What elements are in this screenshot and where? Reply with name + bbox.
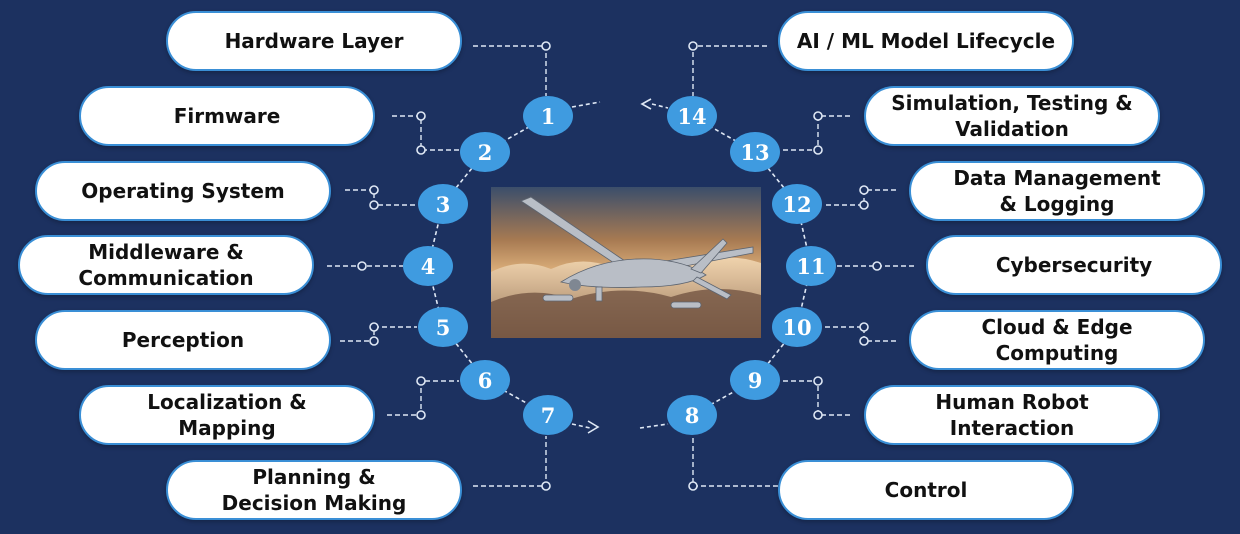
connector-dot <box>688 41 698 51</box>
layer-2-label: Firmware <box>79 86 375 146</box>
ring-segment <box>571 423 591 429</box>
layer-13-number-badge: 13 <box>730 132 780 172</box>
connector-dot <box>369 200 379 210</box>
connector-dot <box>813 111 823 121</box>
layer-5-number-badge: 5 <box>418 307 468 347</box>
connector-dot <box>369 336 379 346</box>
layer-9-number-badge: 9 <box>730 360 780 400</box>
layer-1-number-badge: 1 <box>523 96 573 136</box>
layer-12-label: Data Management & Logging <box>909 161 1205 221</box>
layer-1-label: Hardware Layer <box>166 11 462 71</box>
ring-segment <box>691 379 756 416</box>
connector-dot <box>416 111 426 121</box>
leader-line <box>392 115 459 151</box>
layer-14-label: AI / ML Model Lifecycle <box>778 11 1074 71</box>
layer-10-number-badge: 10 <box>772 307 822 347</box>
flow-arrows <box>587 98 652 434</box>
layer-11-label: Cybersecurity <box>926 235 1222 295</box>
connector-dot <box>541 481 551 491</box>
connector-dot <box>872 261 882 271</box>
layer-11-number-badge: 11 <box>786 246 836 286</box>
leader-line <box>823 189 896 206</box>
connector-dot <box>416 410 426 420</box>
leader-line <box>387 380 459 416</box>
layer-4-label: Middleware & Communication <box>18 235 314 295</box>
connector-dot <box>357 261 367 271</box>
drone-photo <box>491 187 761 338</box>
ring-segment <box>691 115 756 153</box>
connector-dot <box>416 376 426 386</box>
leader-line <box>473 45 547 96</box>
connector-dot <box>369 322 379 332</box>
ring-segment <box>484 115 549 153</box>
arrow-right-icon <box>587 420 600 434</box>
leader-line <box>781 380 850 416</box>
leader-line <box>823 326 896 342</box>
leader-line <box>692 45 767 96</box>
layer-13-label: Simulation, Testing & Validation <box>864 86 1160 146</box>
leader-line <box>473 436 547 487</box>
layer-12-number-badge: 12 <box>772 184 822 224</box>
layer-6-number-badge: 6 <box>460 360 510 400</box>
leader-line <box>340 326 417 342</box>
connector-dots <box>357 41 882 491</box>
layer-7-label: Planning & Decision Making <box>166 460 462 520</box>
layer-5-label: Perception <box>35 310 331 370</box>
leader-line <box>781 115 850 151</box>
connector-dot <box>859 322 869 332</box>
layer-6-label: Localization & Mapping <box>79 385 375 445</box>
layer-3-label: Operating System <box>35 161 331 221</box>
layer-2-number-badge: 2 <box>460 132 510 172</box>
arrow-left-icon <box>640 98 652 110</box>
connector-dot <box>369 185 379 195</box>
connector-dot <box>688 481 698 491</box>
layer-8-number-badge: 8 <box>667 395 717 435</box>
connector-dot <box>859 200 869 210</box>
connector-dot <box>813 145 823 155</box>
connector-dot <box>541 41 551 51</box>
layer-7-number-badge: 7 <box>523 395 573 435</box>
layer-3-number-badge: 3 <box>418 184 468 224</box>
leader-line <box>692 436 778 487</box>
connector-dot <box>813 410 823 420</box>
layer-14-number-badge: 14 <box>667 96 717 136</box>
connector-dot <box>416 145 426 155</box>
leader-line <box>345 189 417 206</box>
ring-segment <box>571 101 601 108</box>
layer-8-label: Control <box>778 460 1074 520</box>
layer-10-label: Cloud & Edge Computing <box>909 310 1205 370</box>
ring-segment <box>639 423 669 429</box>
connector-dot <box>813 376 823 386</box>
connector-dot <box>859 185 869 195</box>
layer-4-number-badge: 4 <box>403 246 453 286</box>
ring-segment <box>651 103 669 109</box>
connector-dot <box>859 336 869 346</box>
ring-segment <box>484 379 549 416</box>
layer-9-label: Human Robot Interaction <box>864 385 1160 445</box>
